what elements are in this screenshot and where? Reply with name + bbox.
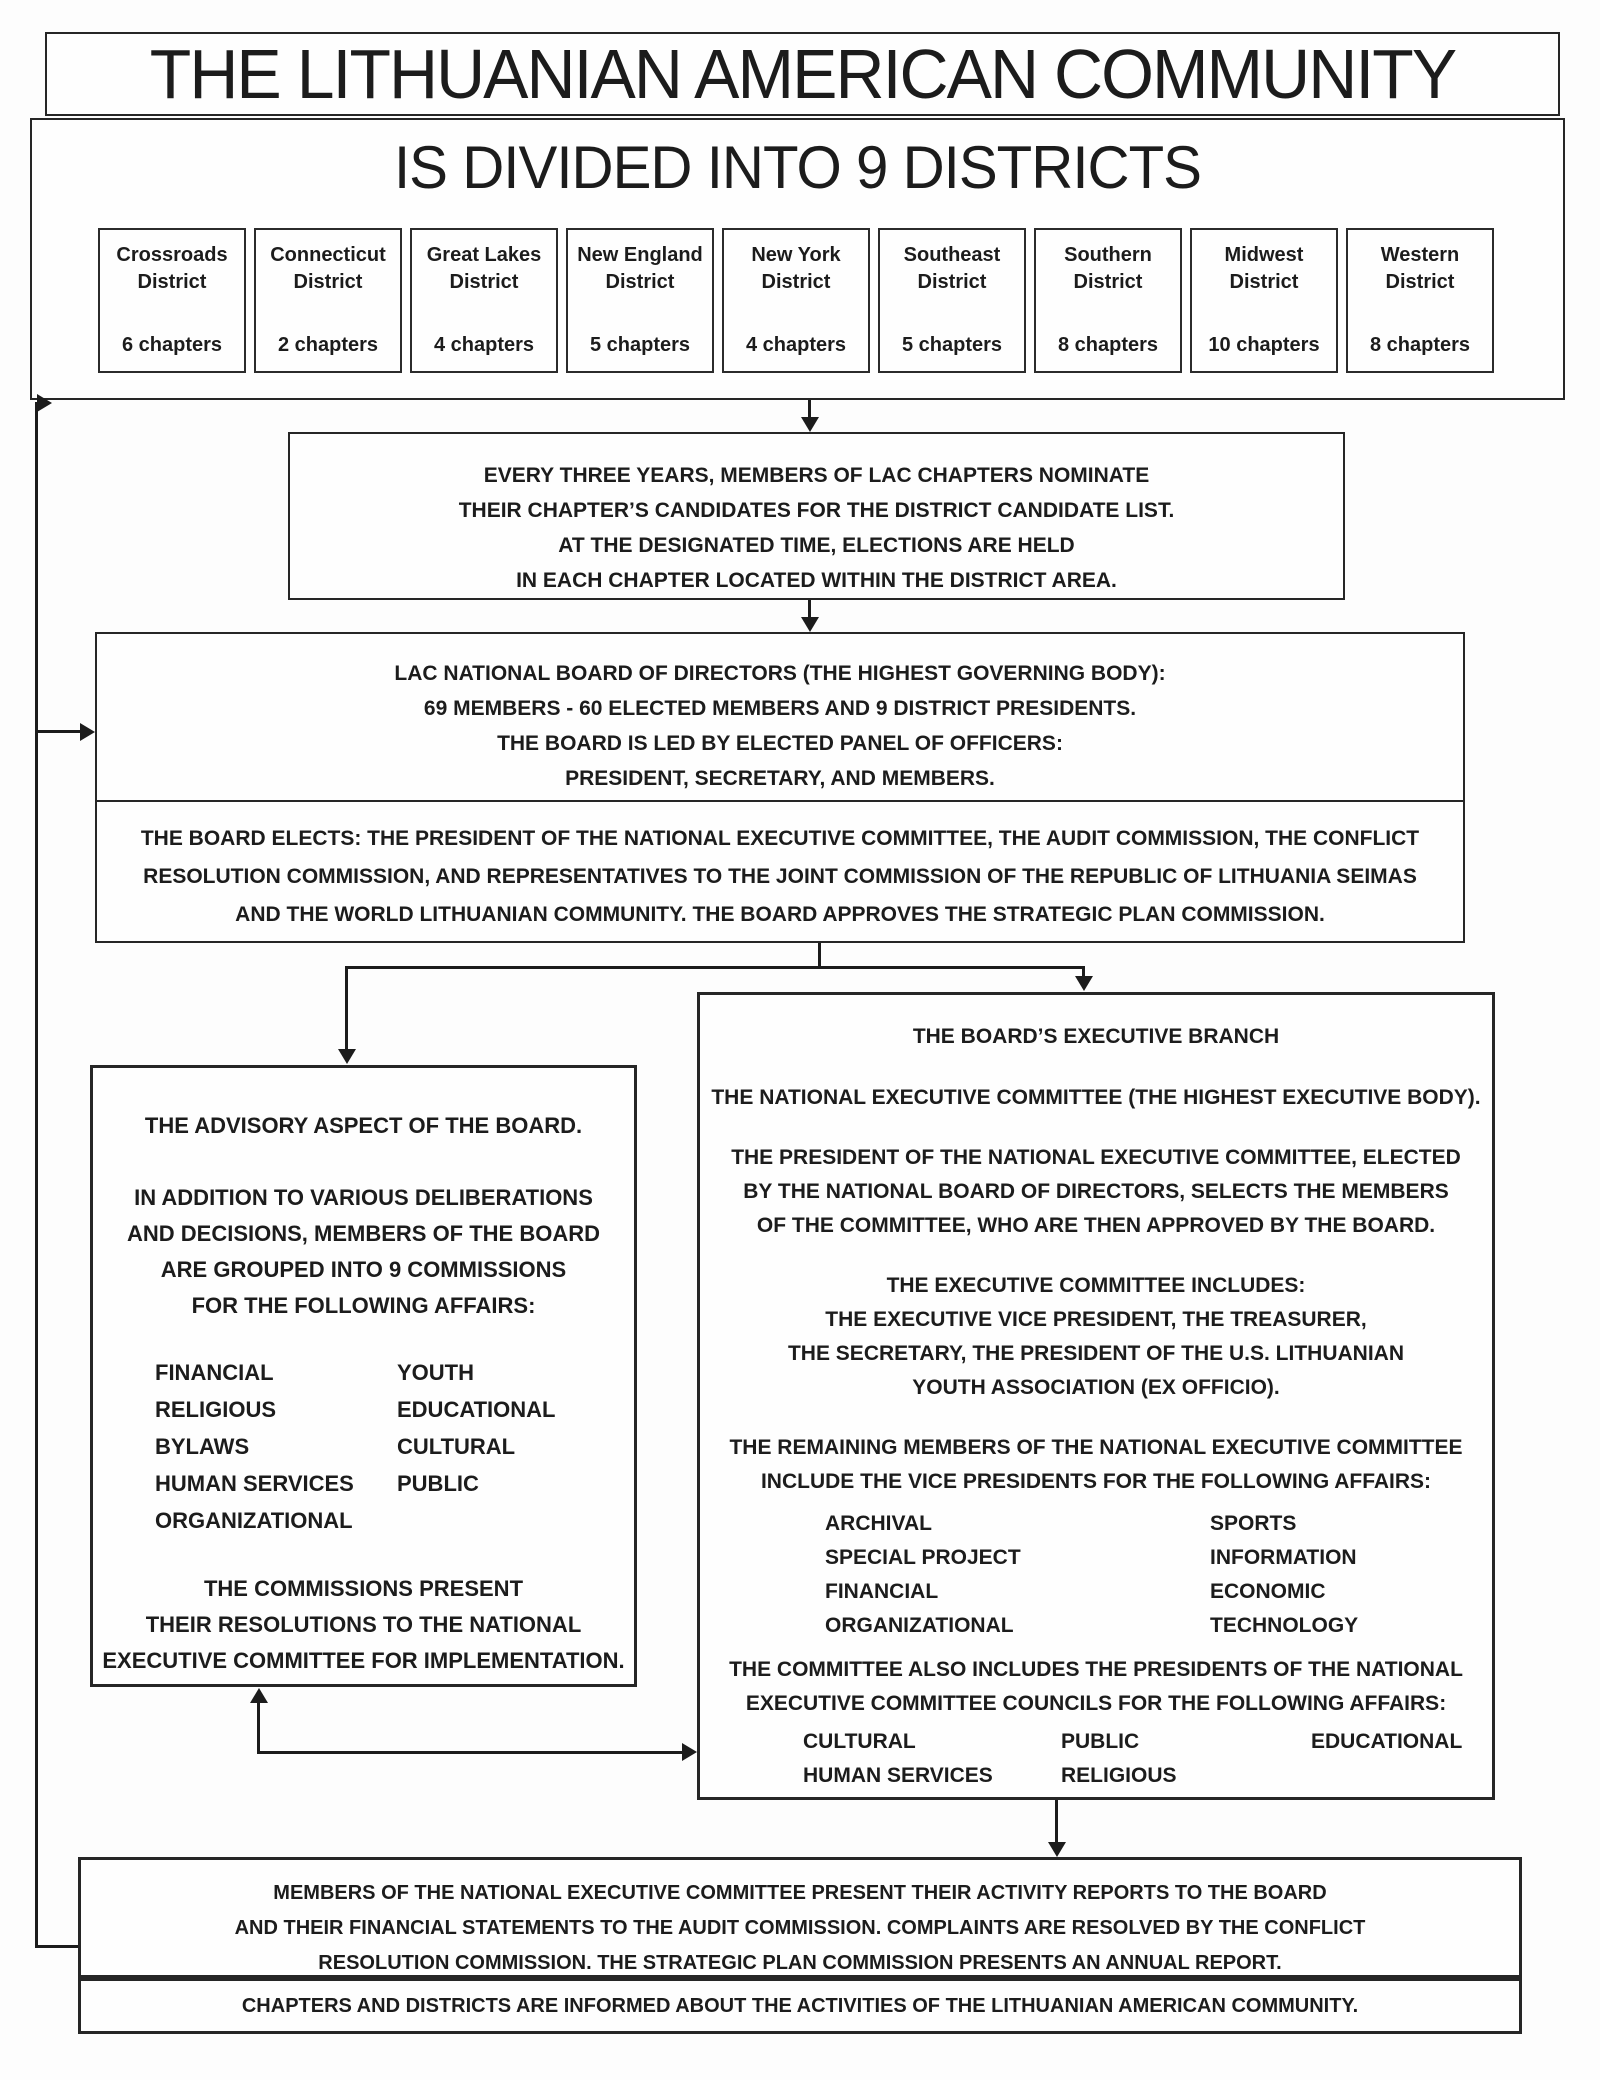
district-chapters: 10 chapters: [1208, 334, 1320, 356]
vp-column-2: SPORTS INFORMATION ECONOMIC TECHNOLOGY: [1210, 1512, 1359, 1637]
commissions-list: FINANCIAL RELIGIOUS BYLAWS HUMAN SERVICE…: [155, 1354, 634, 1539]
commissions-column-2: YOUTH EDUCATIONAL CULTURAL PUBLIC: [397, 1360, 556, 1496]
district-box-new-england: New England District 5 chapters: [566, 228, 714, 373]
connector-line: [818, 943, 821, 969]
connector-line: [1055, 1800, 1058, 1846]
arrow-down-icon: [801, 417, 819, 432]
council-column-1: CULTURAL HUMAN SERVICES: [803, 1730, 993, 1787]
arrow-right-icon: [80, 723, 95, 741]
connector-line: [345, 966, 1085, 969]
district-name: New England District: [577, 244, 703, 293]
arrow-down-icon: [338, 1049, 356, 1064]
vp-column-1: ARCHIVAL SPECIAL PROJECT FINANCIAL ORGAN…: [825, 1512, 1021, 1637]
election-process-box: EVERY THREE YEARS, MEMBERS OF LAC CHAPTE…: [288, 432, 1345, 600]
board-elects-text: THE BOARD ELECTS: THE PRESIDENT OF THE N…: [140, 827, 1420, 926]
advisory-title: THE ADVISORY ASPECT OF THE BOARD.: [144, 1113, 583, 1138]
district-box-crossroads: Crossroads District 6 chapters: [98, 228, 246, 373]
district-box-western: Western District 8 chapters: [1346, 228, 1494, 373]
council-column-3: EDUCATIONAL: [1311, 1730, 1463, 1753]
connector-line: [257, 1700, 260, 1754]
connector-line: [257, 1751, 685, 1754]
executive-branch-title: THE BOARD’S EXECUTIVE BRANCH: [912, 1025, 1280, 1048]
feedback-branch-line: [35, 730, 82, 733]
district-name: Southern District: [1064, 244, 1152, 293]
executive-committee-line: THE NATIONAL EXECUTIVE COMMITTEE (THE HI…: [711, 1086, 1481, 1109]
district-chapters: 8 chapters: [1057, 334, 1159, 356]
vice-presidents-list: ARCHIVAL SPECIAL PROJECT FINANCIAL ORGAN…: [825, 1507, 1492, 1643]
feedback-line: [35, 402, 38, 1948]
feedback-line: [35, 1945, 80, 1948]
reports-box: MEMBERS OF THE NATIONAL EXECUTIVE COMMIT…: [78, 1857, 1522, 1978]
arrow-down-icon: [801, 617, 819, 632]
connector-line: [345, 966, 348, 1052]
connector-line: [808, 400, 811, 426]
commissions-column-1: FINANCIAL RELIGIOUS BYLAWS HUMAN SERVICE…: [155, 1360, 354, 1533]
arrow-down-icon: [1075, 976, 1093, 991]
national-board-box: LAC NATIONAL BOARD OF DIRECTORS (THE HIG…: [95, 632, 1465, 943]
connector-line: [808, 600, 811, 626]
executive-president-text: THE PRESIDENT OF THE NATIONAL EXECUTIVE …: [731, 1146, 1461, 1237]
advisory-outro-text: THE COMMISSIONS PRESENT THEIR RESOLUTION…: [102, 1576, 625, 1673]
executive-branch-box: THE BOARD’S EXECUTIVE BRANCH THE NATIONA…: [697, 992, 1495, 1800]
district-name: New York District: [751, 244, 841, 293]
councils-intro-text: THE COMMITTEE ALSO INCLUDES THE PRESIDEN…: [729, 1658, 1463, 1715]
informed-box: CHAPTERS AND DISTRICTS ARE INFORMED ABOU…: [78, 1978, 1522, 2034]
district-chapters: 4 chapters: [745, 334, 847, 356]
election-process-text: EVERY THREE YEARS, MEMBERS OF LAC CHAPTE…: [458, 464, 1175, 592]
informed-text: CHAPTERS AND DISTRICTS ARE INFORMED ABOU…: [241, 1995, 1359, 2017]
arrow-right-icon: [682, 1743, 697, 1761]
district-box-southern: Southern District 8 chapters: [1034, 228, 1182, 373]
district-box-midwest: Midwest District 10 chapters: [1190, 228, 1338, 373]
divider: [97, 800, 1463, 802]
district-name: Great Lakes District: [426, 244, 542, 293]
district-name: Connecticut District: [270, 244, 386, 293]
district-name: Crossroads District: [116, 244, 228, 293]
district-name: Western District: [1380, 244, 1460, 293]
district-chapters: 5 chapters: [589, 334, 691, 356]
district-chapters: 6 chapters: [121, 334, 223, 356]
page-subtitle: IS DIVIDED INTO 9 DISTRICTS: [393, 134, 1202, 201]
connector-line: [1082, 966, 1085, 979]
council-column-2: PUBLIC RELIGIOUS: [1061, 1730, 1177, 1787]
district-box-southeast: Southeast District 5 chapters: [878, 228, 1026, 373]
district-chapters: 2 chapters: [277, 334, 379, 356]
district-chapters: 5 chapters: [901, 334, 1003, 356]
district-box-new-york: New York District 4 chapters: [722, 228, 870, 373]
title-box: THE LITHUANIAN AMERICAN COMMUNITY: [45, 32, 1560, 116]
district-box-connecticut: Connecticut District 2 chapters: [254, 228, 402, 373]
advisory-intro-text: IN ADDITION TO VARIOUS DELIBERATIONS AND…: [126, 1185, 601, 1318]
district-box-great-lakes: Great Lakes District 4 chapters: [410, 228, 558, 373]
district-chapters: 4 chapters: [433, 334, 535, 356]
councils-list: CULTURAL HUMAN SERVICES PUBLIC RELIGIOUS…: [803, 1725, 1492, 1793]
arrow-right-icon: [37, 394, 52, 412]
arrow-down-icon: [1048, 1842, 1066, 1857]
district-name: Midwest District: [1224, 244, 1304, 293]
national-board-text: LAC NATIONAL BOARD OF DIRECTORS (THE HIG…: [394, 662, 1166, 790]
advisory-box: THE ADVISORY ASPECT OF THE BOARD. IN ADD…: [90, 1065, 637, 1687]
page-title: THE LITHUANIAN AMERICAN COMMUNITY: [149, 35, 1457, 113]
district-chapters: 8 chapters: [1369, 334, 1471, 356]
district-name: Southeast District: [903, 244, 1001, 293]
remaining-members-text: THE REMAINING MEMBERS OF THE NATIONAL EX…: [729, 1436, 1463, 1493]
executive-includes-text: THE EXECUTIVE COMMITTEE INCLUDES: THE EX…: [787, 1274, 1405, 1399]
arrow-up-icon: [250, 1688, 268, 1703]
reports-text: MEMBERS OF THE NATIONAL EXECUTIVE COMMIT…: [234, 1882, 1366, 1974]
